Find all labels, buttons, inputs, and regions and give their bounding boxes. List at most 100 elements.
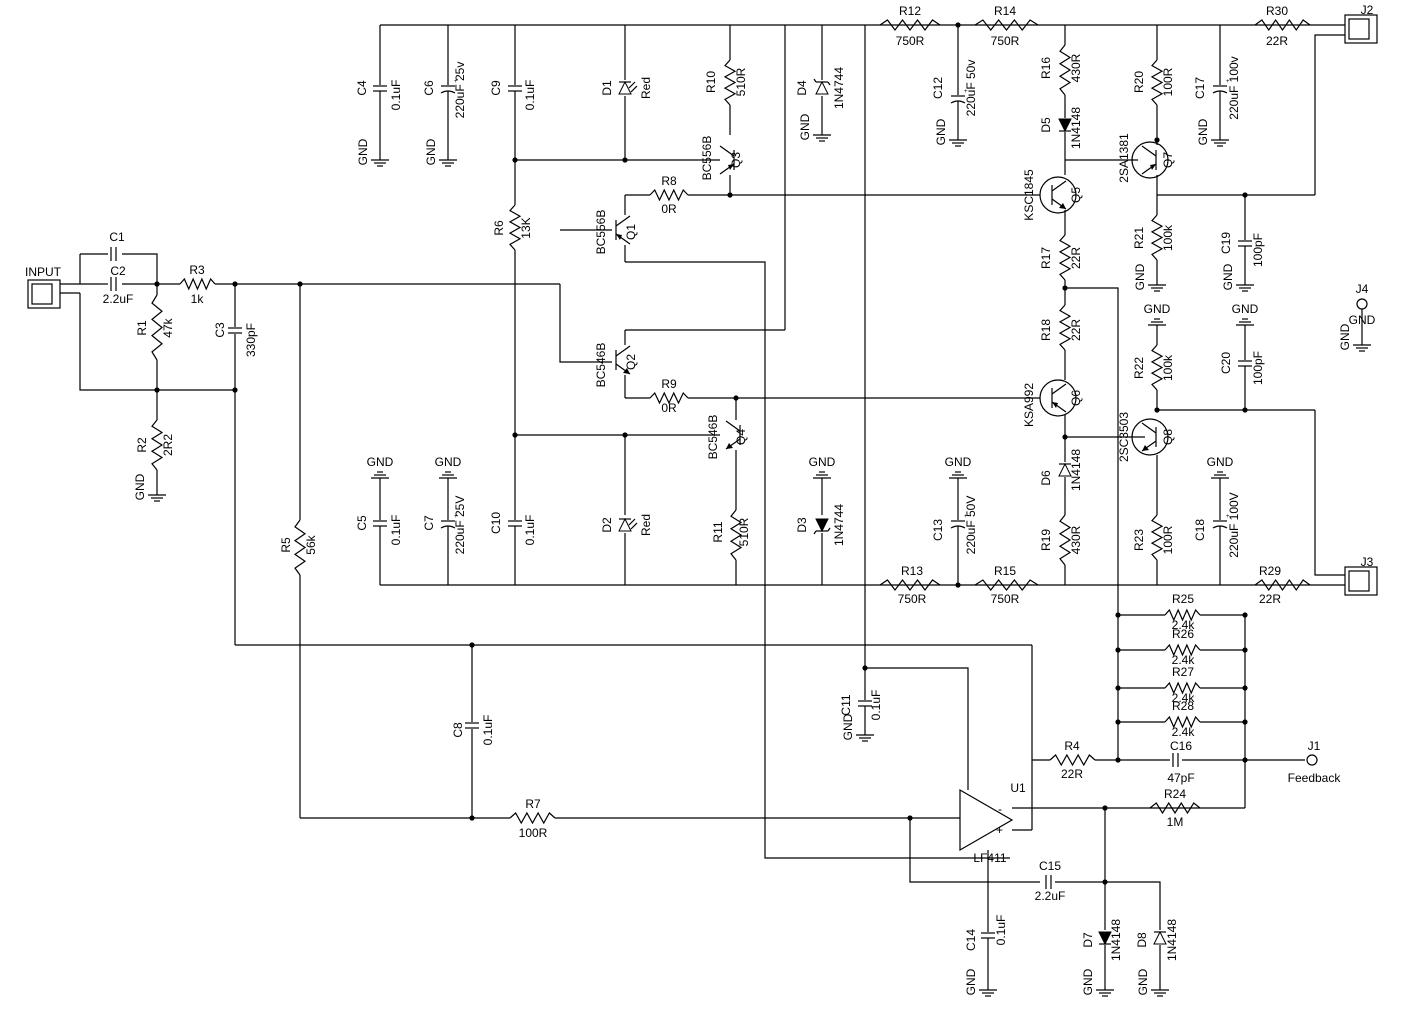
ref-label: R10 xyxy=(704,71,718,93)
transistor-collector xyxy=(725,420,741,432)
ref-label: D1 xyxy=(600,80,614,96)
resistor-r2 xyxy=(150,419,164,471)
resistor-zigzag xyxy=(179,277,216,291)
capacitor-c2 xyxy=(110,277,117,291)
ground-label: GND xyxy=(841,713,855,740)
resistor-r23 xyxy=(1150,514,1164,561)
ground-label: GND xyxy=(133,473,147,500)
transistor-body xyxy=(1131,418,1169,456)
resistor-zigzag xyxy=(1164,608,1201,622)
value-label: 430R xyxy=(1069,53,1083,82)
light-arrow xyxy=(628,81,636,89)
capacitor-c7: + xyxy=(440,514,458,529)
transistor-q3 xyxy=(719,145,735,175)
feedback-label: Feedback xyxy=(1288,771,1342,785)
junction-dot xyxy=(955,582,961,588)
resistor-r12 xyxy=(879,19,941,31)
value-label: 220uF 50V xyxy=(964,496,978,555)
value-label: 100k xyxy=(1161,224,1175,251)
ref-label: C3 xyxy=(213,322,227,338)
value-label: 0.1uF xyxy=(523,80,537,111)
junction-dot xyxy=(907,815,913,821)
value-label: 100k xyxy=(1161,354,1175,381)
ref-label: C13 xyxy=(931,519,945,541)
ground-label: GND xyxy=(1133,263,1147,290)
ground-label: GND xyxy=(1196,118,1210,145)
ref-label: C11 xyxy=(839,694,853,715)
resistor-zigzag xyxy=(1058,514,1072,566)
ref-label: C19 xyxy=(1219,232,1233,254)
value-label: 47k xyxy=(161,317,175,337)
j1-label: J1 xyxy=(1308,739,1321,753)
resistor-r4 xyxy=(1049,753,1096,767)
resistor-zigzag xyxy=(1058,304,1072,351)
ref-label: C6 xyxy=(422,80,436,96)
diode-triangle xyxy=(618,80,632,95)
capacitor-c18: + xyxy=(1212,514,1230,529)
value-label: 2.2uF xyxy=(103,292,134,306)
wire xyxy=(1105,881,1161,930)
input-label: INPUT xyxy=(25,265,62,279)
value-label: 100R xyxy=(1161,525,1175,554)
transistor-q4 xyxy=(725,420,741,450)
ref-label: R16 xyxy=(1039,57,1053,79)
ref-label: R21 xyxy=(1132,227,1146,249)
transistor-body xyxy=(1039,379,1077,417)
resistor-zigzag xyxy=(1149,801,1201,815)
capacitor-c20 xyxy=(1238,360,1252,367)
resistor-r6 xyxy=(508,204,522,251)
diode-d7 xyxy=(1098,931,1112,946)
ground-label: GND xyxy=(809,455,836,469)
resistor-r14 xyxy=(974,19,1039,31)
junction-dot xyxy=(1115,719,1121,725)
resistor-r27 xyxy=(1164,681,1201,695)
emitter-arrow xyxy=(1142,445,1149,451)
resistor-zigzag xyxy=(1150,344,1164,391)
ref-label: R30 xyxy=(1266,4,1288,18)
connector-j2 xyxy=(1344,14,1378,44)
resistor-zigzag xyxy=(1164,715,1201,729)
ref-label: C4 xyxy=(355,80,369,96)
ref-label: Q4 xyxy=(734,429,748,445)
ref-label: R1 xyxy=(135,320,149,336)
ref-label: R13 xyxy=(901,564,923,578)
emitter-arrow xyxy=(1059,203,1066,209)
resistor-r21 xyxy=(1150,214,1164,261)
cap-plate xyxy=(950,100,966,104)
value-label: 430R xyxy=(1069,525,1083,554)
transistor-body xyxy=(1039,176,1077,214)
diode-d3 xyxy=(813,518,831,535)
ref-label: R2 xyxy=(135,437,149,453)
light-arrow xyxy=(628,518,636,526)
connector-socket xyxy=(1348,570,1370,592)
ground-icon xyxy=(979,989,997,997)
cap-plate xyxy=(1212,90,1228,94)
value-label: 0.1uF xyxy=(869,690,883,721)
ref-label: R19 xyxy=(1039,529,1053,551)
resistor-zigzag xyxy=(649,391,689,405)
ref-label: Q6 xyxy=(1069,390,1083,406)
ref-label: R23 xyxy=(1132,529,1146,551)
transistor-q8 xyxy=(1131,418,1169,456)
wire xyxy=(1314,34,1345,195)
ref-label: C17 xyxy=(1193,77,1207,99)
ground-label: GND xyxy=(1136,968,1150,995)
value-label: 47pF xyxy=(1167,771,1194,785)
value-label: 750R xyxy=(898,592,927,606)
resistor-r13 xyxy=(879,579,941,591)
resistor-zigzag xyxy=(723,59,737,106)
wire xyxy=(559,284,612,363)
ground-label: GND xyxy=(964,968,978,995)
value-label: 220uF 100V xyxy=(1227,492,1241,557)
diode-triangle xyxy=(815,518,829,533)
minus-sign: - xyxy=(998,802,1002,816)
resistor-zigzag xyxy=(879,579,941,591)
diode-d4 xyxy=(813,78,831,95)
value-label: 0.1uF xyxy=(389,515,403,546)
part-number: BC556B xyxy=(700,136,714,181)
ground-icon xyxy=(371,159,389,167)
ref-label: R20 xyxy=(1132,71,1146,93)
value-label: 100R xyxy=(1161,67,1175,96)
ground-label: GND xyxy=(1338,323,1352,350)
ground-label: GND xyxy=(435,455,462,469)
